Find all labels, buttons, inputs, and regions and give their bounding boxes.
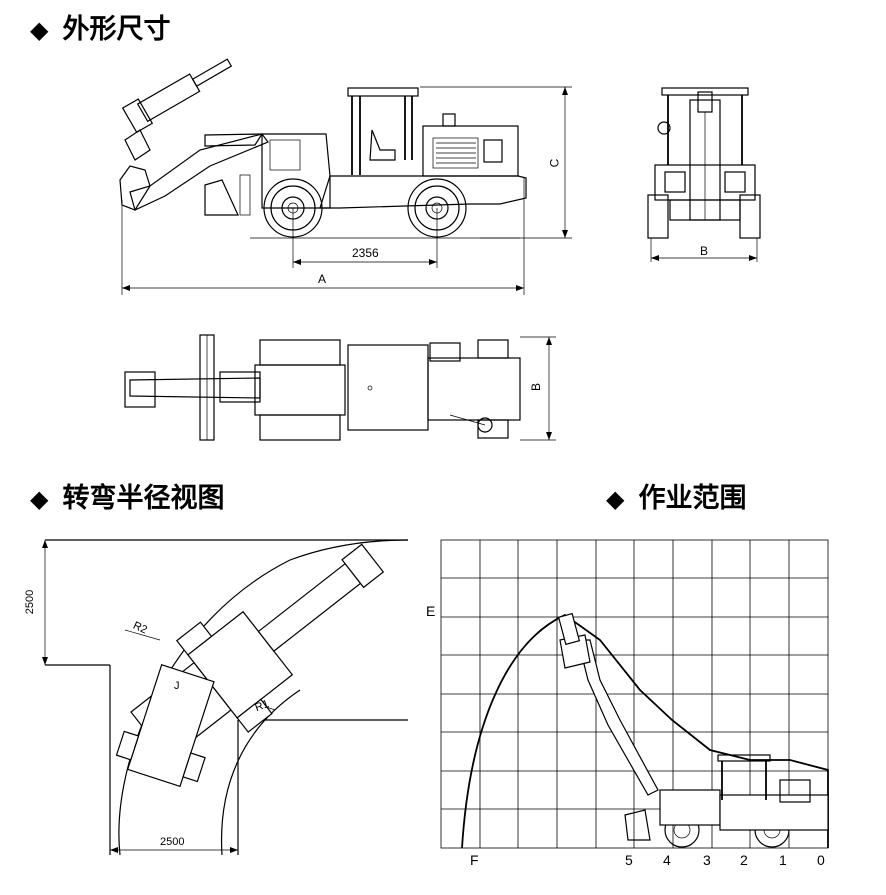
heading-turning-text: 转弯半径视图 [62,483,225,514]
diamond-bullet-icon: ◆ [30,16,49,44]
heading-working: ◆ 作业范围 [606,483,746,515]
horizontal-axis-label: F [470,852,479,868]
heading-working-text: 作业范围 [638,483,747,514]
top-width-label: B [529,382,544,392]
angle-label: J [174,680,180,692]
front-width-label: B [700,244,709,258]
tick-label-2: 2 [740,852,748,868]
turning-vertical-dim-label: 2500 [24,589,37,615]
height-dimension-label: C [547,158,562,168]
diamond-bullet-icon: ◆ [606,485,625,513]
heading-dimensions-text: 外形尺寸 [62,14,171,45]
tick-label-1: 1 [779,852,787,868]
diamond-bullet-icon: ◆ [30,485,49,513]
tick-label-3: 3 [703,852,711,868]
tick-label-0: 0 [817,852,825,868]
heading-turning: ◆ 转弯半径视图 [30,483,224,515]
vertical-axis-label: E [426,603,436,619]
heading-dimensions: ◆ 外形尺寸 [30,14,170,46]
turning-horizontal-dim-label: 2500 [160,836,185,848]
wheelbase-dimension-label: 2356 [352,246,379,260]
length-dimension-label: A [318,272,327,286]
outer-radius-label: R2 [131,619,149,637]
inner-radius-label: R1 [253,697,271,715]
tick-label-5: 5 [625,852,633,868]
tick-label-4: 4 [663,852,671,868]
